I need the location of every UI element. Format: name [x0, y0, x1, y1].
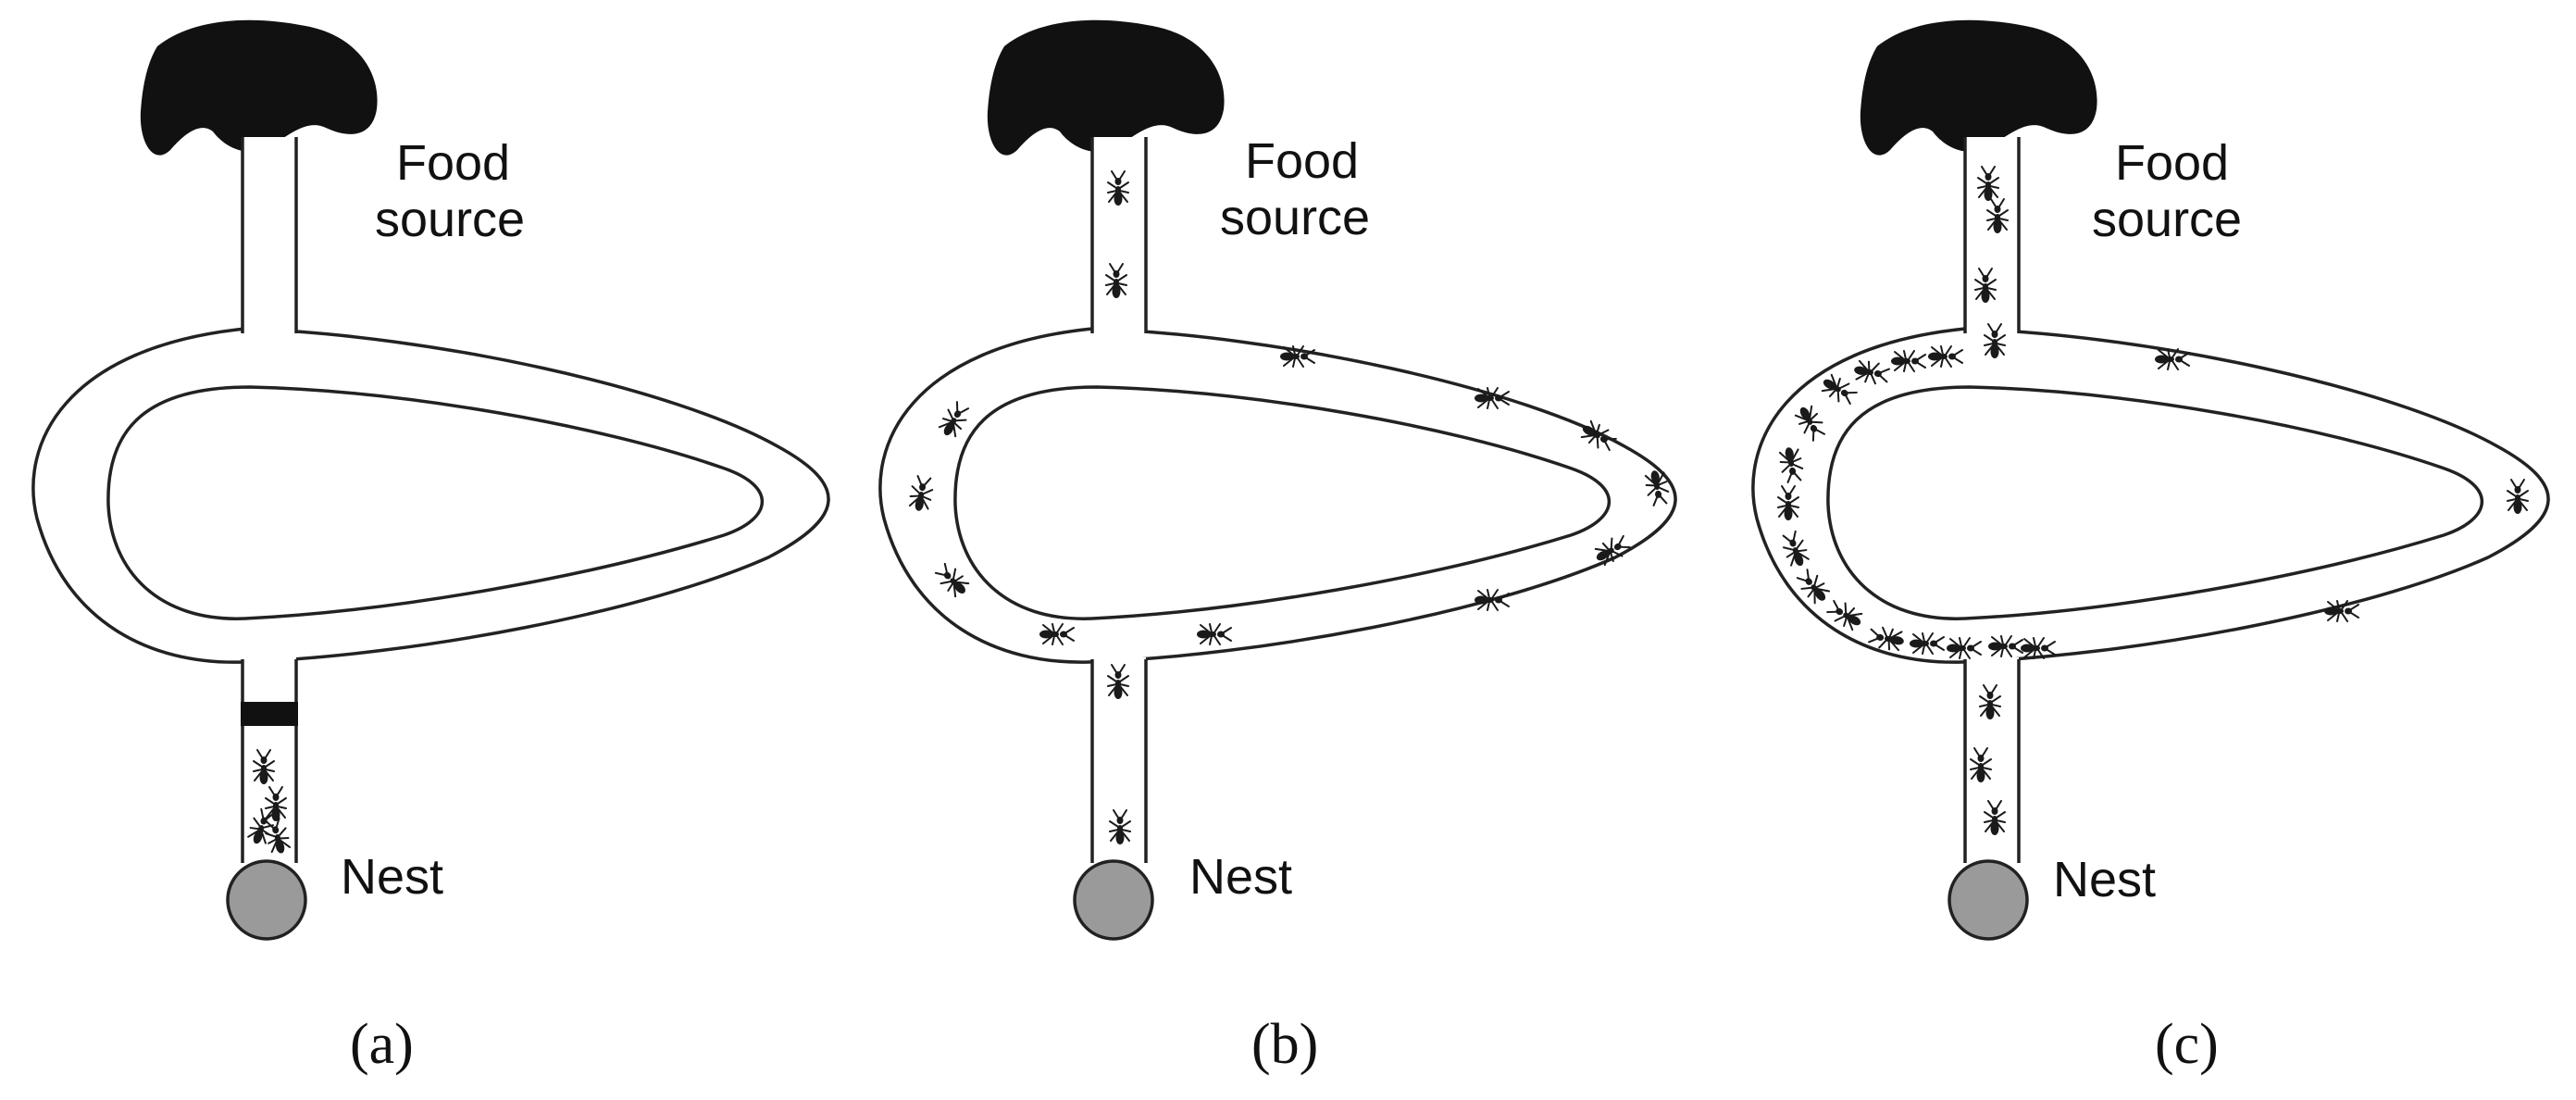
lower-stem — [1965, 657, 2019, 870]
nest-label: Nest — [341, 849, 443, 905]
nest-circle-icon — [226, 859, 307, 941]
panel-caption: (c) — [2155, 1013, 2219, 1076]
food-label-line1: Food — [2115, 135, 2229, 191]
food-label-line2: source — [1220, 190, 1370, 245]
inner-loop — [953, 385, 1611, 620]
inner-loop — [106, 385, 764, 620]
nest-circle-icon — [1073, 859, 1154, 941]
barrier-icon — [241, 702, 298, 726]
food-blob-icon — [1860, 19, 2097, 156]
food-blob-icon — [987, 19, 1225, 156]
nest-label: Nest — [1189, 849, 1292, 905]
inner-loop — [1826, 385, 2483, 620]
upper-stem — [1965, 137, 2019, 333]
nest-label: Nest — [2053, 852, 2156, 907]
food-label-line2: source — [2092, 192, 2242, 247]
nest-circle-icon — [1948, 859, 2029, 941]
upper-stem — [1092, 137, 1146, 333]
food-label-line2: source — [375, 192, 525, 247]
panel-c: Food source Nest (c) — [1751, 19, 2550, 1076]
food-blob-icon — [140, 19, 378, 156]
food-label-line1: Food — [1245, 133, 1359, 189]
panel-a: Food source Nest (a) — [31, 19, 830, 1076]
panel-b: Food source Nest (b) — [878, 19, 1677, 1076]
panel-caption: (b) — [1251, 1013, 1318, 1076]
food-label-line1: Food — [396, 135, 510, 191]
panel-caption: (a) — [350, 1013, 414, 1076]
upper-stem — [243, 137, 296, 333]
